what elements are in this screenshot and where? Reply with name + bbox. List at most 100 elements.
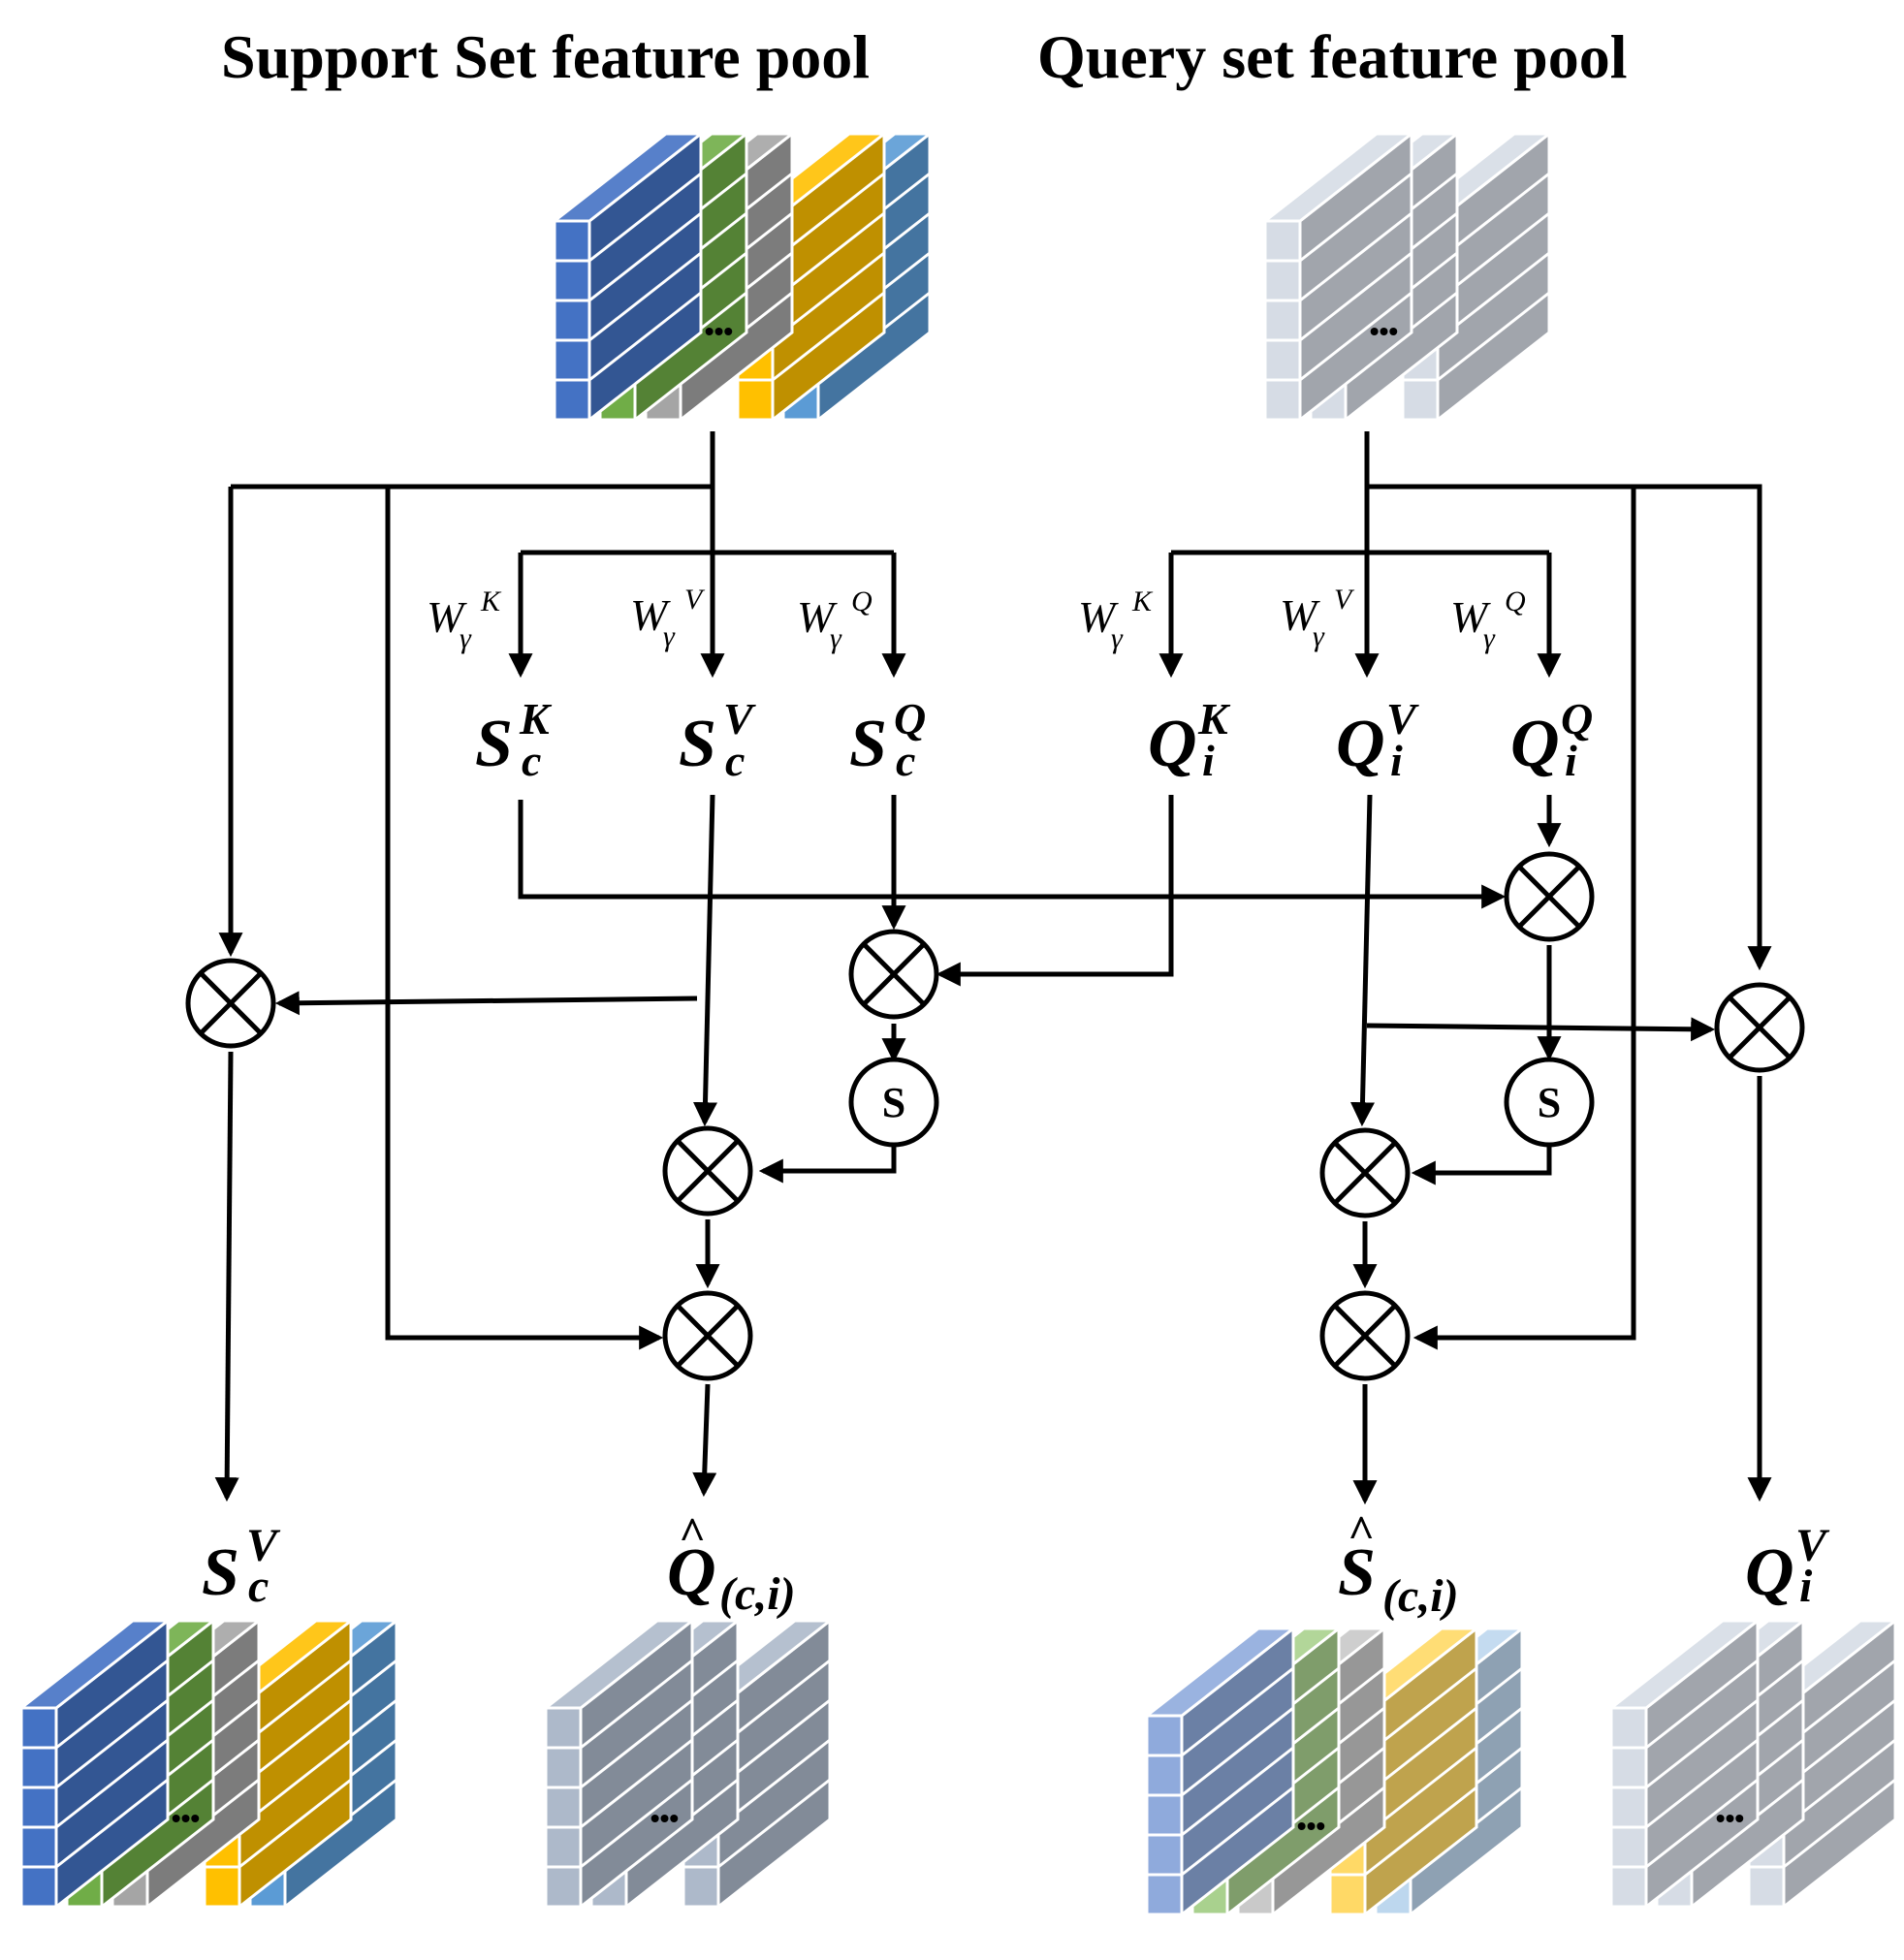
svg-text:Q: Q [1561,694,1593,743]
svg-text:i: i [1202,736,1215,785]
svg-text:i: i [1390,736,1403,785]
output-label-query-value: Q V i [1745,1520,1830,1612]
svg-text:W: W [427,592,467,642]
svg-text:S: S [1538,1079,1561,1126]
softmax-node-query: S [1504,1057,1595,1148]
svg-text:W: W [1450,592,1491,642]
svg-text:Q: Q [1510,707,1560,781]
support-pool-title: Support Set feature pool [221,22,870,91]
svg-text:i: i [1565,736,1577,785]
pool-sc-out-ellipsis: ••• [172,1803,200,1833]
svg-text:Q: Q [667,1535,716,1610]
pool-qi-out-ellipsis: ••• [1716,1803,1744,1833]
svg-text:K: K [1131,585,1154,617]
multiply-node-support-bottom [662,1290,753,1381]
pool-support-top-column-1 [550,130,706,424]
multiply-nodes [185,851,1805,1381]
output-label-s-hat: S ^ (c,i) [1338,1506,1459,1622]
weight-label-query-query: W γ Q [1450,585,1526,654]
label-sc-query: S Q c [849,694,926,785]
svg-text:^: ^ [679,1508,705,1560]
svg-text:Q: Q [851,585,873,617]
pool-sc-out-column-1 [16,1617,173,1911]
svg-text:(c,i): (c,i) [719,1568,796,1620]
svg-text:V: V [1334,584,1355,616]
multiply-node-query-top [1504,851,1595,942]
weight-label-query-value: W γ V [1280,584,1355,652]
pool-shat-out-column-1 [1142,1625,1298,1918]
q-hat-output-pool: ••• [541,1617,835,1911]
multiply-node-far-right [1714,982,1805,1073]
svg-text:γ: γ [1483,622,1496,654]
pool-support-top-ellipsis: ••• [705,316,733,346]
multiply-node-query-mid [1319,1127,1411,1218]
svg-text:K: K [1197,694,1231,743]
query-feature-pool: ••• [1260,130,1554,424]
pool-shat-out-ellipsis: ••• [1297,1811,1325,1841]
multiply-node-query-bottom [1319,1290,1411,1381]
svg-text:Q: Q [1148,707,1197,781]
svg-text:c: c [725,736,745,785]
svg-text:V: V [1386,694,1419,743]
svg-text:(c,i): (c,i) [1382,1570,1459,1622]
svg-text:c: c [522,736,541,785]
svg-text:γ: γ [830,622,842,654]
svg-text:Q: Q [894,694,926,743]
svg-text:W: W [797,592,838,642]
svg-text:S: S [475,707,513,781]
multiply-node-left [185,958,276,1049]
weight-label-support-value: W γ V [630,584,706,652]
svg-text:S: S [1338,1535,1376,1610]
label-qi-key: Q K i [1148,694,1231,785]
weight-label-query-key: W γ K [1078,585,1154,654]
svg-text:i: i [1799,1561,1813,1612]
svg-text:γ: γ [663,620,676,652]
support-feature-pool: ••• [550,130,935,424]
svg-text:S: S [202,1535,239,1610]
multiply-node-center [848,929,939,1020]
softmax-node-support: S [848,1057,939,1148]
svg-text:K: K [519,694,553,743]
query-wires [936,431,1772,1505]
svg-text:V: V [723,694,756,743]
svg-text:S: S [882,1079,905,1126]
svg-text:Q: Q [1745,1535,1794,1610]
pool-query-top-ellipsis: ••• [1370,316,1398,346]
label-sc-key: S K c [475,694,553,785]
s-hat-output-pool: ••• [1142,1625,1527,1918]
output-label-q-hat: Q ^ (c,i) [667,1508,796,1620]
svg-text:V: V [246,1520,281,1571]
svg-text:W: W [630,590,671,640]
support-wires [214,431,1507,1502]
query-pool-title: Query set feature pool [1037,22,1627,91]
svg-text:γ: γ [460,622,472,654]
svg-text:V: V [1795,1520,1830,1571]
svg-text:V: V [684,584,706,616]
svg-text:K: K [480,585,502,617]
pool-query-top-column-1 [1260,130,1416,424]
svg-text:c: c [248,1561,269,1612]
pool-qi-out-column-1 [1606,1617,1762,1911]
svg-text:γ: γ [1313,620,1325,652]
multiply-node-support-mid [662,1125,753,1217]
pool-qhat-out-ellipsis: ••• [651,1803,679,1833]
pool-qhat-out-column-1 [541,1617,697,1911]
label-sc-value: S V c [679,694,756,785]
label-qi-value: Q V i [1336,694,1419,785]
svg-text:S: S [849,707,887,781]
svg-text:Q: Q [1336,707,1385,781]
weight-label-support-query: W γ Q [797,585,873,654]
support-value-output-pool: ••• [16,1617,401,1911]
svg-text:γ: γ [1111,622,1124,654]
svg-text:W: W [1078,592,1119,642]
svg-text:^: ^ [1348,1506,1374,1558]
svg-text:W: W [1280,590,1320,640]
weight-label-support-key: W γ K [427,585,502,654]
svg-text:Q: Q [1505,585,1526,617]
svg-text:c: c [896,736,915,785]
query-value-output-pool: ••• [1606,1617,1900,1911]
label-qi-query: Q Q i [1510,694,1593,785]
output-label-support-value: S V c [202,1520,281,1612]
svg-text:S: S [679,707,716,781]
